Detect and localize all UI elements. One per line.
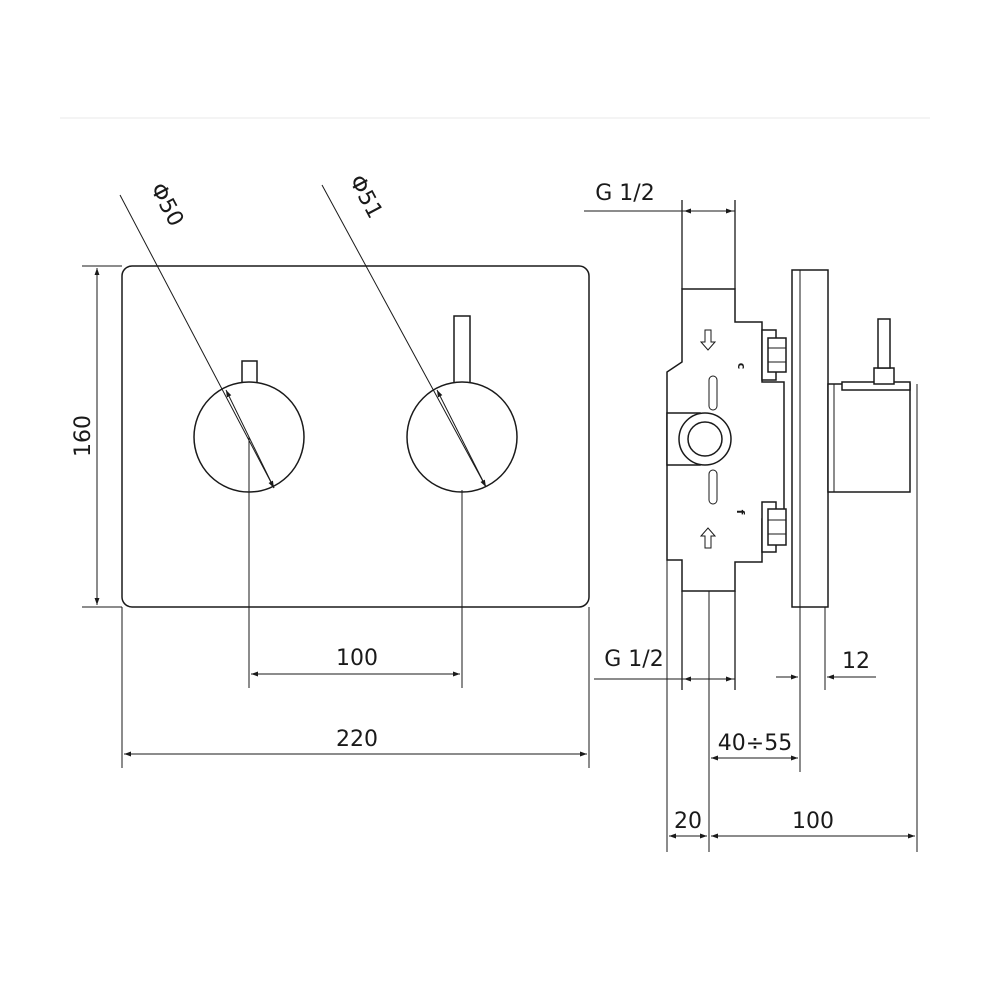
knob-body-side <box>827 383 911 493</box>
knob-lever-side <box>877 318 891 369</box>
thread-bottom-label: G 1/2 <box>604 647 663 672</box>
right-knob-lever <box>453 315 471 387</box>
height-label: 160 <box>71 415 96 457</box>
front-view: Φ50 Φ51 160 100 220 <box>71 171 590 768</box>
diameter-left-leader <box>119 194 275 489</box>
cold-marker: f <box>734 510 747 515</box>
flow-arrow-up-icon <box>699 527 717 549</box>
thread-top-label: G 1/2 <box>595 181 654 206</box>
hot-marker: c <box>735 363 748 370</box>
install-depth-label: 40÷55 <box>718 731 792 756</box>
flow-arrow-down-icon <box>699 329 717 351</box>
lower-nut <box>761 501 787 553</box>
outlet-connection <box>666 412 732 466</box>
width-label: 220 <box>336 727 378 752</box>
side-view: c f G 1/2 G 1/2 12 40÷55 20 100 <box>584 181 918 852</box>
plate-thickness-label: 12 <box>842 649 870 674</box>
diameter-right-leader-inner <box>436 389 487 488</box>
cover-plate <box>121 265 590 608</box>
diameter-right-label: Φ51 <box>344 171 387 223</box>
cover-plate-side <box>791 269 829 608</box>
spacing-label: 100 <box>336 646 378 671</box>
upper-slot <box>708 375 718 411</box>
knob-lever-base <box>873 367 895 385</box>
diameter-left-label: Φ50 <box>145 179 188 231</box>
diameter-left-leader-inner <box>225 389 275 489</box>
diameter-right-leader <box>321 184 487 488</box>
knob-side <box>827 318 911 493</box>
offset-label: 20 <box>674 809 702 834</box>
right-knob-body <box>406 381 518 493</box>
upper-nut <box>761 329 787 381</box>
total-depth-label: 100 <box>792 809 834 834</box>
lower-slot <box>708 469 718 505</box>
